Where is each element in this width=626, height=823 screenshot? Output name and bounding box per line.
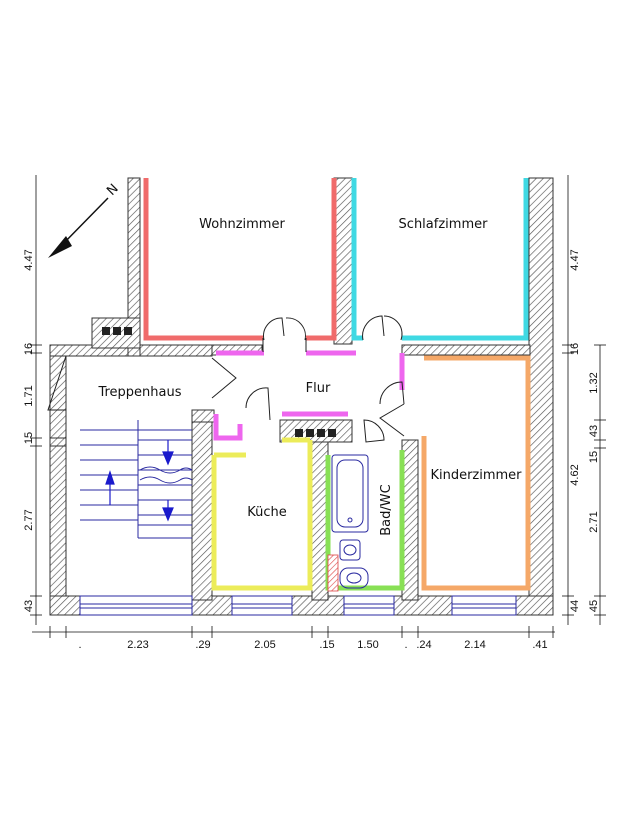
north-label: N [104,181,121,198]
dim-bottom-0: . [78,639,81,651]
dim-bottom-7: .24 [416,639,431,651]
bad-outline [325,450,405,591]
dims-bottom: . 2.23 .29 2.05 .15 1.50 . .24 2.14 .41 [78,639,547,651]
dim-left-2: 1.71 [23,385,35,406]
dim-right-inner-3: 2.71 [588,511,600,532]
dims-right-outer: 4.47 16 4.62 44 [569,249,581,612]
stair-arrows [105,440,174,522]
dim-bottom-8: 2.14 [464,639,485,651]
dims-left: 4.47 16 1.71 15 2.77 43 [23,249,35,612]
bathtub-icon [331,454,369,533]
dim-bottom-3: 2.05 [254,639,275,651]
dim-left-5: 43 [23,600,35,612]
dim-right-outer-2: 4.62 [569,464,581,485]
dim-left-3: 15 [23,432,35,444]
dim-right-outer-0: 4.47 [569,249,581,270]
dim-bottom-5: 1.50 [357,639,378,651]
dim-right-inner-4: 45 [588,600,600,612]
dim-left-0: 4.47 [23,249,35,270]
schlafzimmer-outline [351,178,529,341]
dimension-lines [30,175,606,638]
dim-left-1: 16 [23,343,35,355]
room-labels: Wohnzimmer Schlafzimmer Treppenhaus Flur… [97,217,522,536]
dim-right-inner-1: 43 [588,425,600,437]
kinderzimmer-outline [421,355,531,591]
dim-right-inner-2: 15 [588,451,600,463]
room-label-kueche: Küche [247,505,287,520]
doors [47,315,405,443]
flur-outline [213,350,405,441]
room-label-treppenhaus: Treppenhaus [97,385,181,400]
bath-fixtures [331,454,369,589]
north-arrow: N [48,181,122,258]
room-label-schlafzimmer: Schlafzimmer [399,217,489,232]
room-label-wohnzimmer: Wohnzimmer [199,217,285,232]
shaft-hatch [327,554,339,592]
chimney-flues [102,327,336,437]
sink-icon [339,539,361,561]
toilet-icon [339,567,369,589]
stairs [80,420,193,539]
dim-left-4: 2.77 [23,509,35,530]
kueche-outline [211,437,313,591]
north-arrow-icon [48,236,72,258]
dim-bottom-1: 2.23 [127,639,148,651]
dim-right-inner-0: 1.32 [588,372,600,393]
wohnzimmer-outline [143,178,337,341]
dims-right-inner: 1.32 43 15 2.71 45 [588,372,600,612]
dim-bottom-2: .29 [195,639,210,651]
room-label-flur: Flur [306,381,331,396]
dim-right-outer-3: 44 [569,600,581,612]
dim-bottom-6: . [404,639,407,651]
windows [79,595,517,616]
down-arrow-icon [162,451,174,466]
dim-bottom-9: .41 [532,639,547,651]
dim-right-outer-1: 16 [569,343,581,355]
room-label-bad: Bad/WC [379,484,394,535]
down-arrow-icon [162,507,174,522]
room-outlines [143,178,531,591]
room-label-kinderzimmer: Kinderzimmer [430,468,522,483]
dim-bottom-4: .15 [319,639,334,651]
up-arrow-icon [105,470,115,485]
walls [49,177,554,616]
